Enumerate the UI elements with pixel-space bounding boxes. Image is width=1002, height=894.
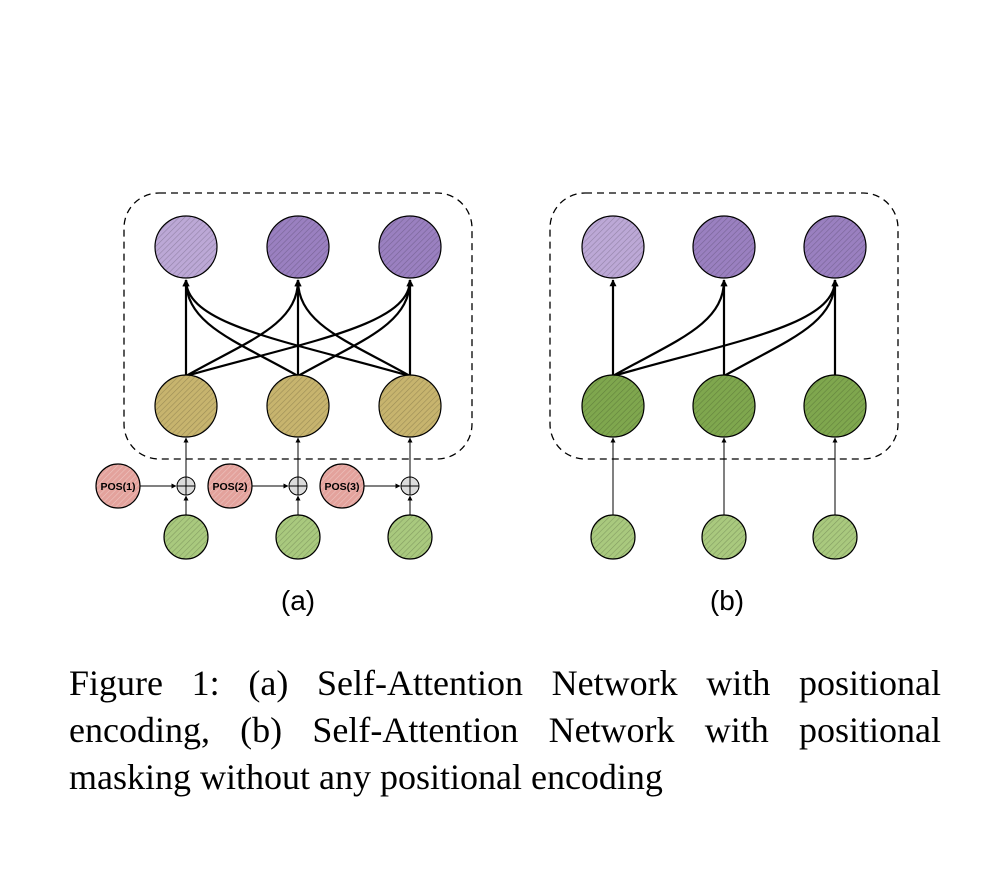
attention-edge-a-3-2 <box>294 279 411 377</box>
output-node-b-1 <box>581 215 645 279</box>
attention-edge-b-2-3 <box>723 279 839 377</box>
attention-edges <box>140 279 839 515</box>
hidden-node-b-2 <box>692 374 756 438</box>
input-node-a-3 <box>387 514 433 560</box>
attention-edge-a-3-1 <box>182 279 411 378</box>
pos-label-2: POS(2) <box>212 481 247 493</box>
hidden-node-b-3 <box>803 374 867 438</box>
output-node-b-3 <box>803 215 867 279</box>
attention-edge-b-1-3 <box>612 279 839 378</box>
hidden-node-a-2 <box>266 374 330 438</box>
output-node-a-2 <box>266 215 330 279</box>
hidden-node-b-1 <box>581 374 645 438</box>
figure-caption: Figure 1: (a) Self-Attention Network wit… <box>69 663 941 797</box>
attention-edge-a-2-1 <box>182 279 299 377</box>
panel-b-label: (b) <box>710 585 744 616</box>
hidden-node-a-3 <box>378 374 442 438</box>
attention-edge-a-1-2 <box>185 279 302 377</box>
attention-edge-a-2-3 <box>297 279 414 377</box>
input-node-a-1 <box>163 514 209 560</box>
pos-node-2 <box>207 463 253 509</box>
input-node-a-2 <box>275 514 321 560</box>
output-node-a-1 <box>154 215 218 279</box>
attention-edge-a-1-3 <box>185 279 414 378</box>
sum-node-a-2 <box>288 476 308 496</box>
sum-node-a-1 <box>176 476 196 496</box>
input-node-b-1 <box>590 514 636 560</box>
pos-node-3 <box>319 463 365 509</box>
output-node-a-3 <box>378 215 442 279</box>
pos-label-1: POS(1) <box>100 481 135 493</box>
sum-node-a-3 <box>400 476 420 496</box>
diagram-nodes: POS(1) POS(2) POS(3) <box>95 215 867 560</box>
panel-a-label: (a) <box>281 585 315 616</box>
input-node-b-2 <box>701 514 747 560</box>
pos-label-3: POS(3) <box>324 481 359 493</box>
hidden-node-a-1 <box>154 374 218 438</box>
input-node-b-3 <box>812 514 858 560</box>
attention-edge-b-1-2 <box>612 279 728 377</box>
pos-node-1 <box>95 463 141 509</box>
output-node-b-2 <box>692 215 756 279</box>
